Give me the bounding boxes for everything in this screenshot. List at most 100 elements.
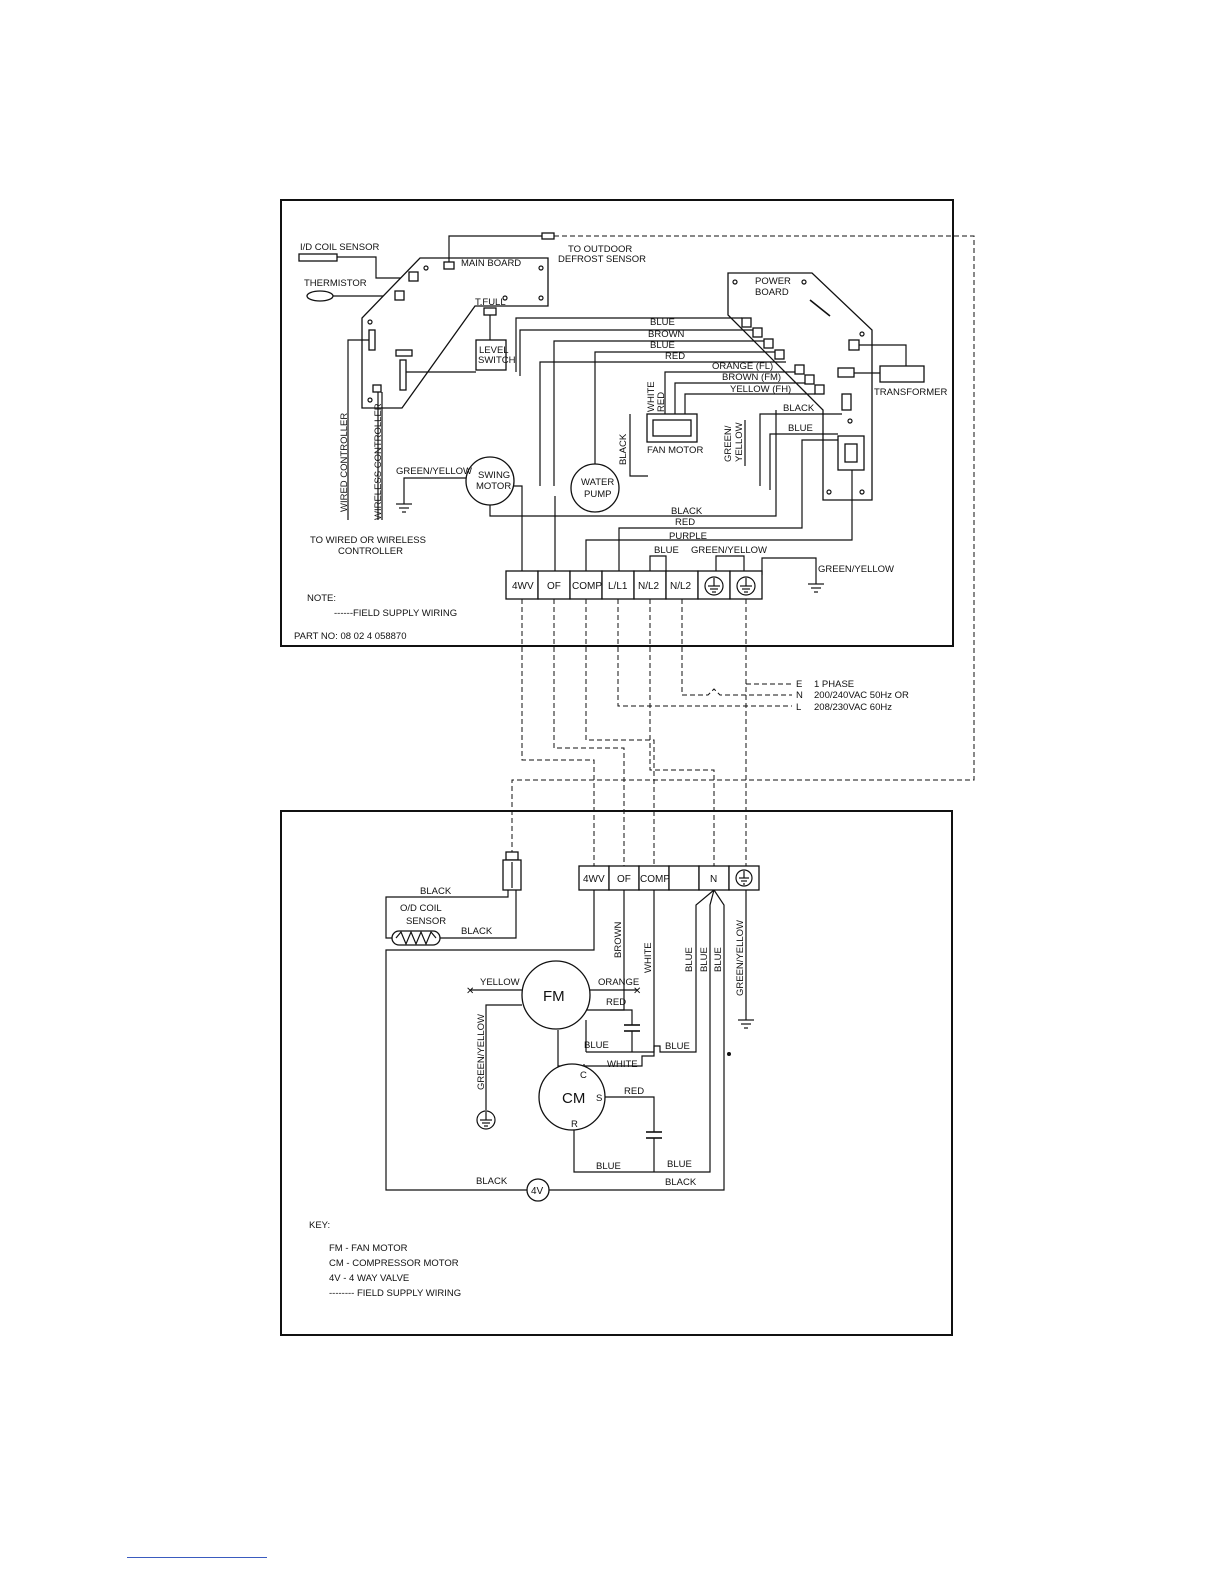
transformer	[879, 365, 925, 383]
wire-label-gy-2: GREEN/YELLOW	[818, 564, 894, 575]
od-wire-label-blue-6: BLUE	[596, 1161, 621, 1172]
od-wire-label-brown: BROWN	[613, 921, 624, 958]
indoor-unit-frame	[280, 199, 954, 647]
connector	[804, 374, 815, 385]
swing-motor-label: SWING	[478, 470, 510, 481]
terminal-label: 4WV	[512, 581, 534, 592]
fan-motor-label: FAN MOTOR	[647, 445, 703, 456]
water-pump-label: WATER	[581, 477, 614, 488]
wire-blue	[515, 317, 742, 372]
od-terminal-label: N	[710, 874, 717, 885]
wireless-controller-label: WIRELESS CONTROLLER	[373, 403, 384, 520]
connector	[395, 349, 413, 357]
field-wire-n	[649, 599, 715, 866]
cm-terminal-s: S	[596, 1093, 602, 1104]
wire-blue-3	[594, 351, 775, 464]
supply-voltage-label-2: 208/230VAC 60Hz	[814, 702, 892, 713]
wire-white	[557, 890, 655, 1067]
wire	[629, 414, 648, 477]
mount-hole	[847, 418, 853, 424]
thermistor-icon	[306, 290, 334, 302]
terminal-label: COMP	[572, 581, 602, 592]
wired-controller-label: WIRED CONTROLLER	[339, 413, 350, 512]
od-wire-label-blue: BLUE	[684, 947, 695, 972]
wire-orange	[664, 371, 795, 414]
mount-hole	[801, 279, 807, 285]
wire-yellow-fh	[684, 393, 815, 414]
wire-brown	[519, 329, 753, 376]
to-controller-label-2: CONTROLLER	[338, 546, 403, 557]
wire-black-4wv	[385, 890, 595, 1191]
od-wire-label-blue-3: BLUE	[699, 947, 710, 972]
wire	[403, 477, 466, 504]
od-wire-label-blue-4: BLUE	[713, 947, 724, 972]
od-wire-label-blue-2: BLUE	[665, 1041, 690, 1052]
to-outdoor-label: TO OUTDOOR	[568, 244, 632, 255]
wire-purple	[585, 470, 853, 575]
wire-gy-fm	[485, 1004, 522, 1110]
mount-hole	[367, 319, 373, 325]
key-field-supply: -------- FIELD SUPPLY WIRING	[329, 1288, 461, 1299]
id-coil-sensor-label: I/D COIL SENSOR	[300, 242, 379, 253]
wire-black-2	[489, 410, 777, 517]
transformer-label: TRANSFORMER	[874, 387, 948, 398]
wire-label-brown-fm: BROWN (FM)	[722, 372, 781, 383]
od-wire-label-black: BLACK	[420, 886, 452, 897]
connector	[399, 359, 407, 391]
connector	[841, 393, 852, 411]
water-pump	[570, 463, 620, 513]
terminal-label: OF	[547, 581, 561, 592]
supply-l-label: L	[796, 702, 801, 713]
id-coil-sensor-icon	[298, 253, 338, 262]
terminal-label: N/L2	[670, 581, 692, 592]
od-wire-label-orange: ORANGE	[598, 977, 639, 988]
od-sensor-plug	[505, 851, 519, 861]
thermistor-label: THERMISTOR	[304, 278, 367, 289]
wire-label-blue-2: BLUE	[650, 340, 675, 351]
connector	[368, 329, 376, 351]
level-switch	[475, 339, 507, 371]
od-wire-label-blue-7: BLUE	[667, 1159, 692, 1170]
water-pump-label-2: PUMP	[584, 489, 611, 500]
defrost-sensor-connector	[541, 232, 555, 240]
mount-hole	[859, 489, 865, 495]
connector	[794, 364, 805, 375]
wire-gy-ground	[761, 557, 817, 584]
wire-label-blue-4: BLUE	[788, 423, 813, 434]
supply-n-label: N	[796, 690, 803, 701]
power-board-label: POWER	[755, 276, 791, 287]
terminal-label: L/L1	[608, 581, 628, 592]
connector	[372, 384, 382, 393]
wire-label-red: RED	[665, 351, 685, 362]
valve-label: 4V	[531, 1186, 544, 1197]
fuse-icon	[844, 443, 858, 463]
wire-black	[385, 890, 509, 939]
connector	[814, 384, 825, 395]
wire-label-gy: GREEN/YELLOW	[691, 545, 767, 556]
white-wire-label: WHITE	[646, 381, 657, 412]
supply-l-wire	[617, 599, 792, 707]
main-board-label: MAIN BOARD	[461, 258, 521, 269]
connector	[443, 261, 455, 270]
yellow-end-cross-icon: ✕	[466, 986, 474, 997]
footer-rule	[127, 1557, 267, 1558]
connector	[752, 327, 763, 338]
wire-label-blue-5: BLUE	[654, 545, 679, 556]
wire-brown-fm	[674, 382, 805, 414]
wire-label-purple: PURPLE	[669, 531, 707, 542]
mount-hole	[826, 489, 832, 495]
wire	[347, 339, 369, 520]
indoor-terminal-strip: 4WV OF COMP L/L1 N/L2 N/L2	[505, 570, 763, 600]
od-wire-label-yellow: YELLOW	[480, 977, 520, 988]
main-board	[361, 257, 549, 409]
od-wire-label-blue-5: BLUE	[584, 1040, 609, 1051]
swing-ground-label: GREEN/YELLOW	[396, 466, 472, 477]
mount-hole	[859, 331, 865, 337]
level-switch-label: LEVEL	[479, 345, 509, 356]
od-terminal-4wv	[578, 865, 610, 891]
defrost-field-wire	[511, 235, 975, 852]
field-supply-note: ------FIELD SUPPLY WIRING	[334, 608, 457, 619]
key-4v: 4V - 4 WAY VALVE	[329, 1273, 409, 1284]
od-wire-label-white: WHITE	[643, 942, 654, 973]
